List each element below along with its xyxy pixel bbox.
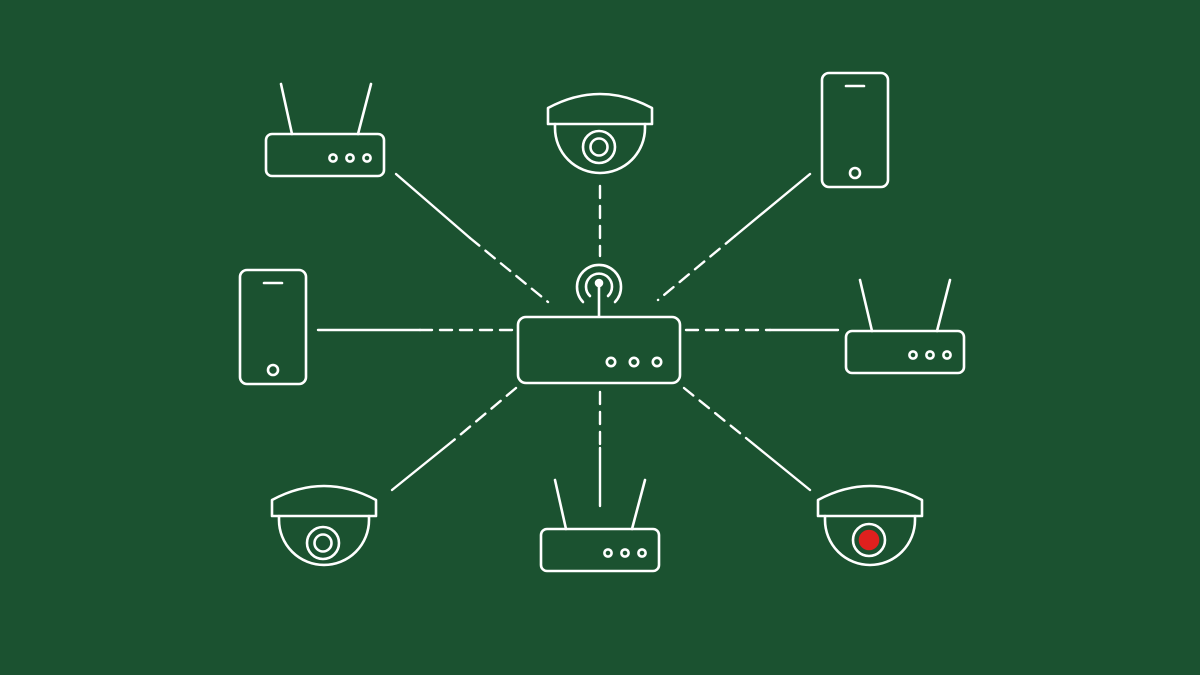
alert-indicator (858, 529, 880, 551)
link-phone-top-right (656, 172, 812, 302)
router-icon[interactable] (539, 478, 661, 573)
link-router-top-left (394, 172, 550, 304)
wifi-broadcast-icon (575, 263, 623, 318)
connection-lines (316, 172, 840, 508)
dome-camera-icon[interactable] (546, 92, 654, 175)
smartphone-icon[interactable] (820, 71, 890, 189)
dome-camera-alert-icon[interactable] (816, 484, 924, 567)
hub-router-icon[interactable] (516, 263, 682, 385)
link-camera-bottom-left (390, 386, 518, 492)
dome-camera-icon[interactable] (270, 484, 378, 567)
router-icon[interactable] (264, 82, 386, 178)
smartphone-icon[interactable] (238, 268, 308, 386)
router-icon[interactable] (844, 278, 966, 375)
link-camera-bottom-right (682, 386, 812, 492)
